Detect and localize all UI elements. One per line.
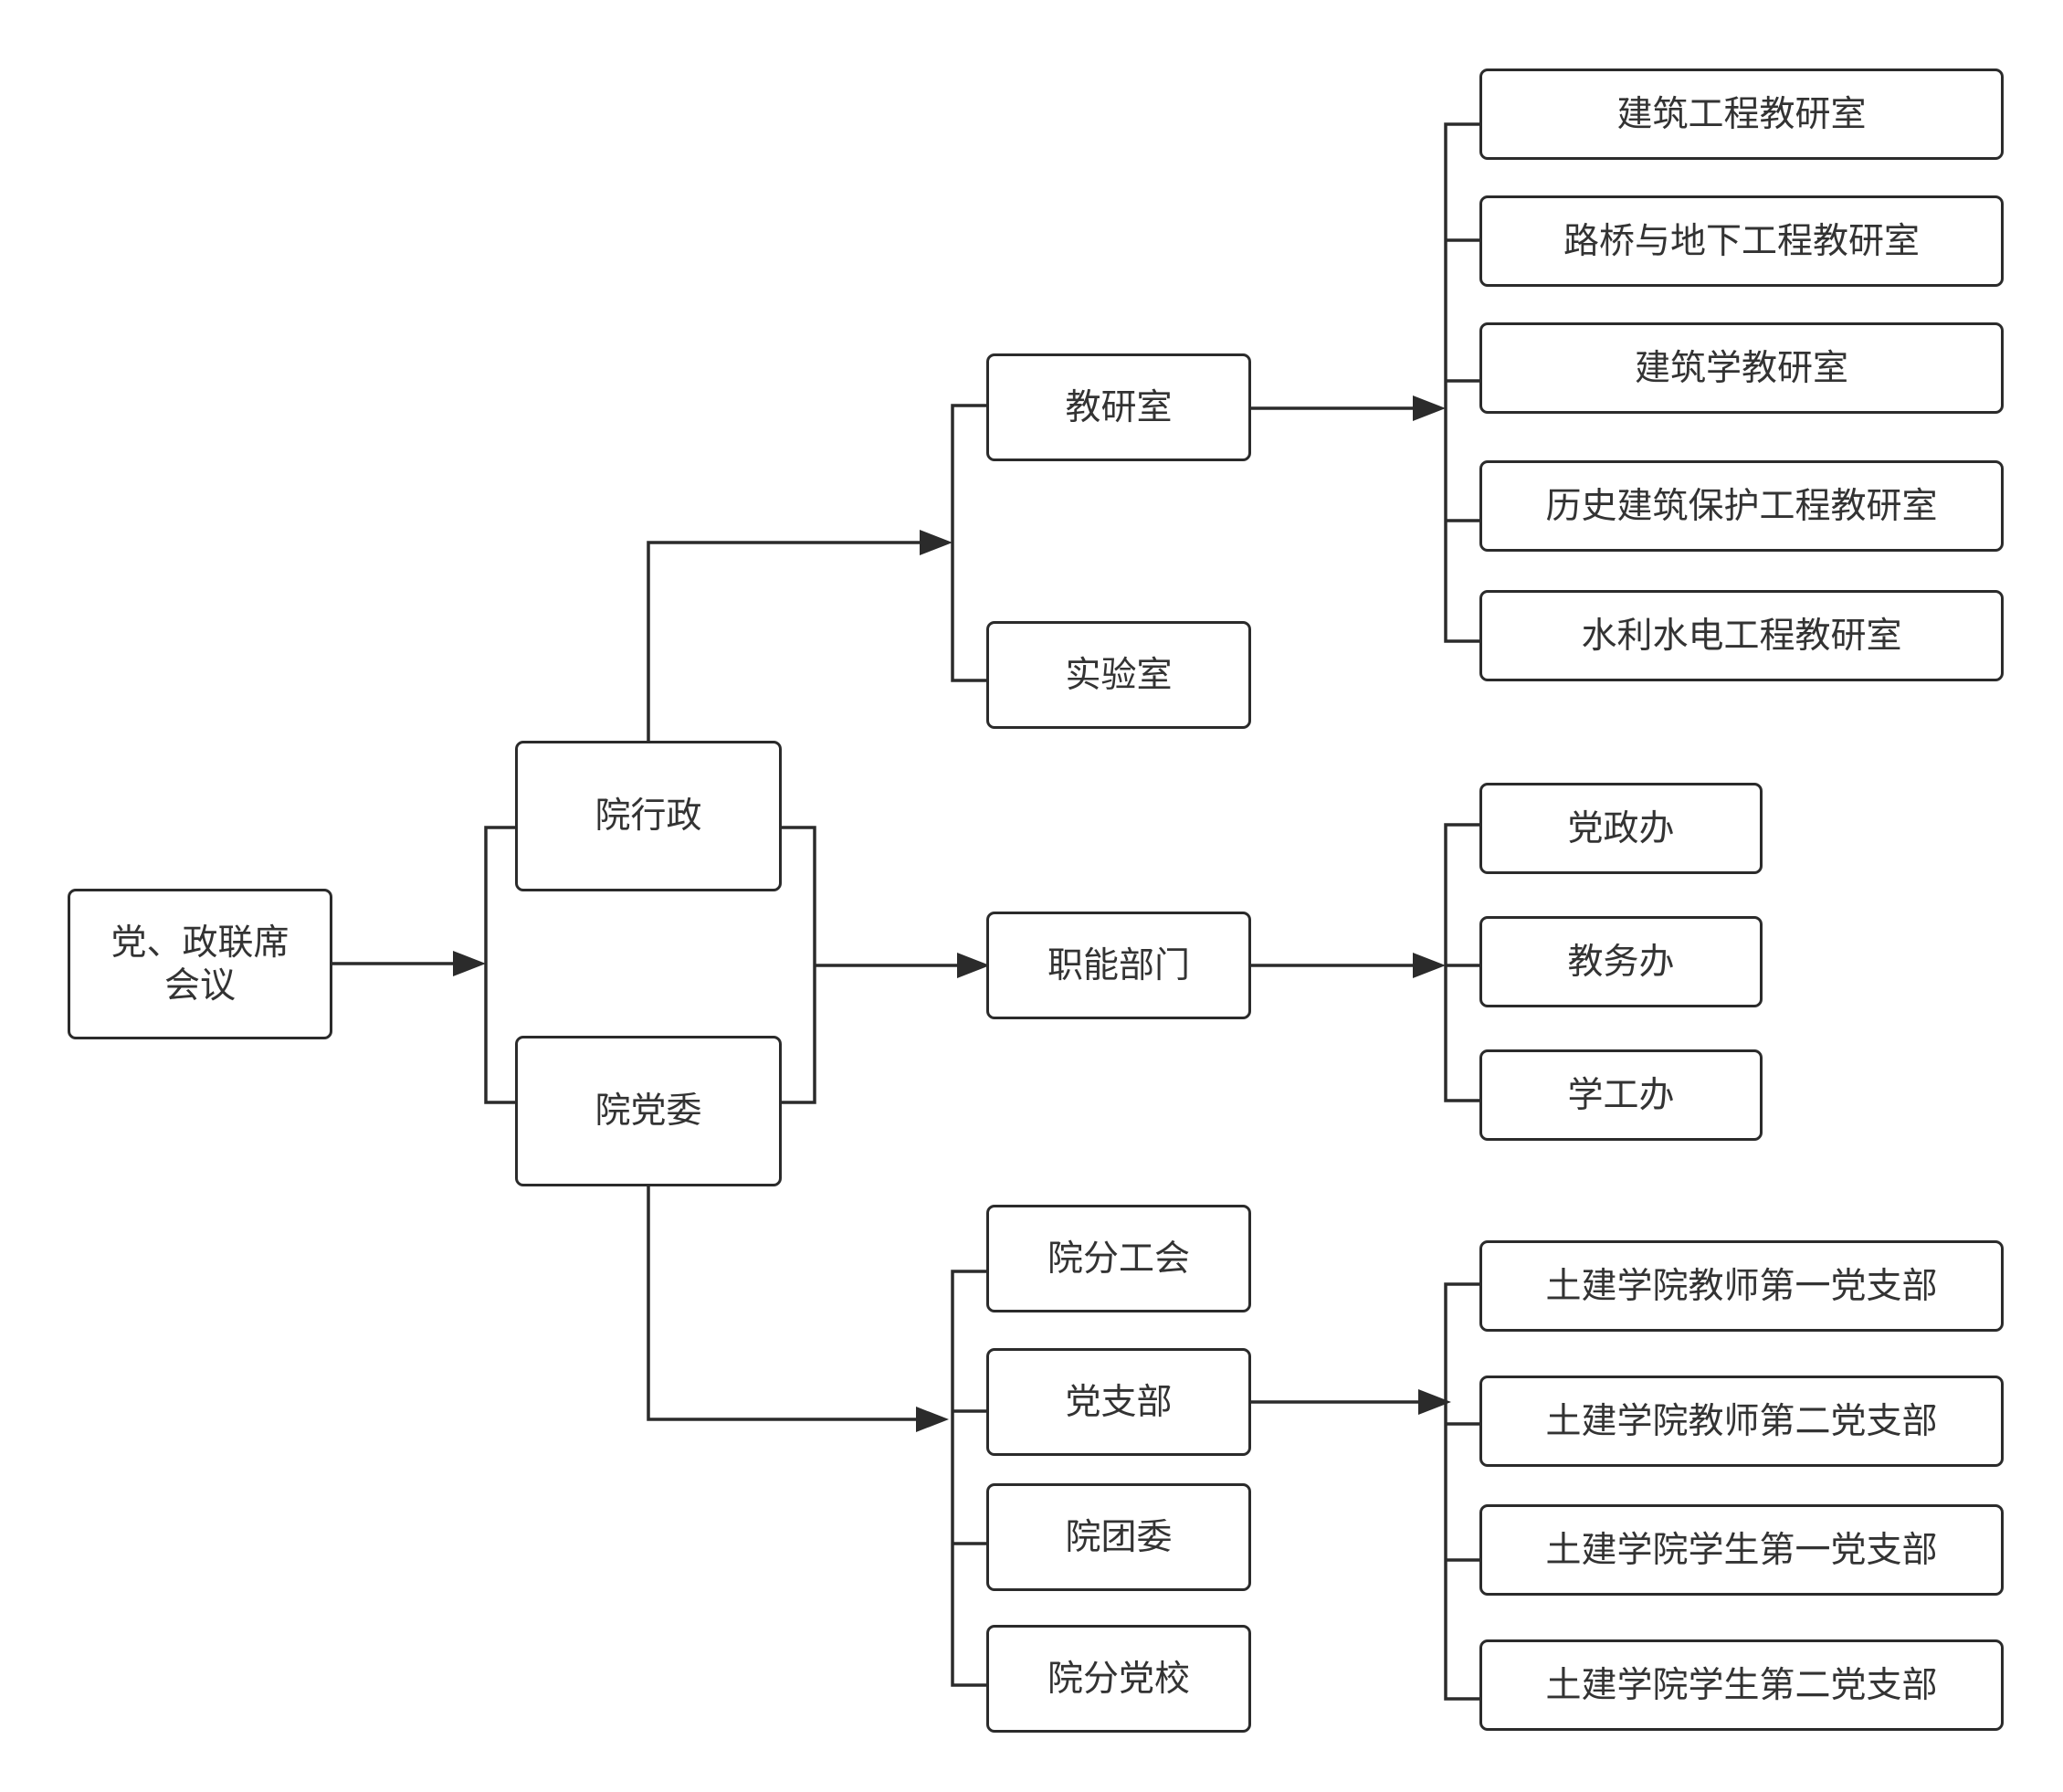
connector-party-down <box>647 1186 922 1421</box>
arrowhead-to-functional <box>957 953 990 978</box>
node-branch-teacher-1: 土建学院教师第一党支部 <box>1479 1240 2004 1332</box>
node-office-heritage: 历史建筑保护工程教研室 <box>1479 460 2004 552</box>
node-branch-student-1: 土建学院学生第一党支部 <box>1479 1504 2004 1596</box>
node-office-architecture: 建筑学教研室 <box>1479 322 2004 414</box>
bracket-teaching-lab <box>951 404 986 682</box>
bracket-offices <box>1444 122 1479 643</box>
node-college-party: 院党委 <box>515 1036 782 1186</box>
node-union: 院分工会 <box>986 1205 1251 1312</box>
bracket-right-admin-party <box>782 826 816 1104</box>
node-office-building-eng: 建筑工程教研室 <box>1479 69 2004 160</box>
arrowhead-to-teaching-lab <box>920 530 953 555</box>
node-branch-teacher-2: 土建学院教师第二党支部 <box>1479 1376 2004 1467</box>
node-joint-meeting: 党、政联席 会议 <box>68 889 332 1039</box>
arrowhead-to-offices <box>1413 395 1446 421</box>
arrowhead-to-functional-offices <box>1413 953 1446 978</box>
node-functional-depts: 职能部门 <box>986 912 1251 1019</box>
node-academic-affairs-office: 教务办 <box>1479 916 1763 1007</box>
node-laboratory: 实验室 <box>986 621 1251 729</box>
node-college-admin: 院行政 <box>515 741 782 891</box>
connector-admin-up <box>647 541 924 743</box>
node-student-affairs-office: 学工办 <box>1479 1049 1763 1141</box>
arrowhead-to-branches <box>1418 1389 1451 1415</box>
node-branch-student-2: 土建学院学生第二党支部 <box>1479 1639 2004 1731</box>
node-party-branches: 党支部 <box>986 1348 1251 1456</box>
bracket-branches <box>1444 1282 1479 1701</box>
bracket-admin-party <box>484 826 515 1104</box>
arrowhead-to-group <box>453 951 486 976</box>
node-office-hydro: 水利水电工程教研室 <box>1479 590 2004 681</box>
node-office-road-bridge: 路桥与地下工程教研室 <box>1479 195 2004 287</box>
bracket-functional-offices <box>1444 823 1479 1102</box>
arrowhead-to-party-units <box>916 1407 949 1432</box>
node-party-school: 院分党校 <box>986 1625 1251 1733</box>
node-teaching-offices: 教研室 <box>986 353 1251 461</box>
bracket-party-units <box>951 1270 986 1687</box>
node-party-admin-office: 党政办 <box>1479 783 1763 874</box>
node-youth-league: 院团委 <box>986 1483 1251 1591</box>
